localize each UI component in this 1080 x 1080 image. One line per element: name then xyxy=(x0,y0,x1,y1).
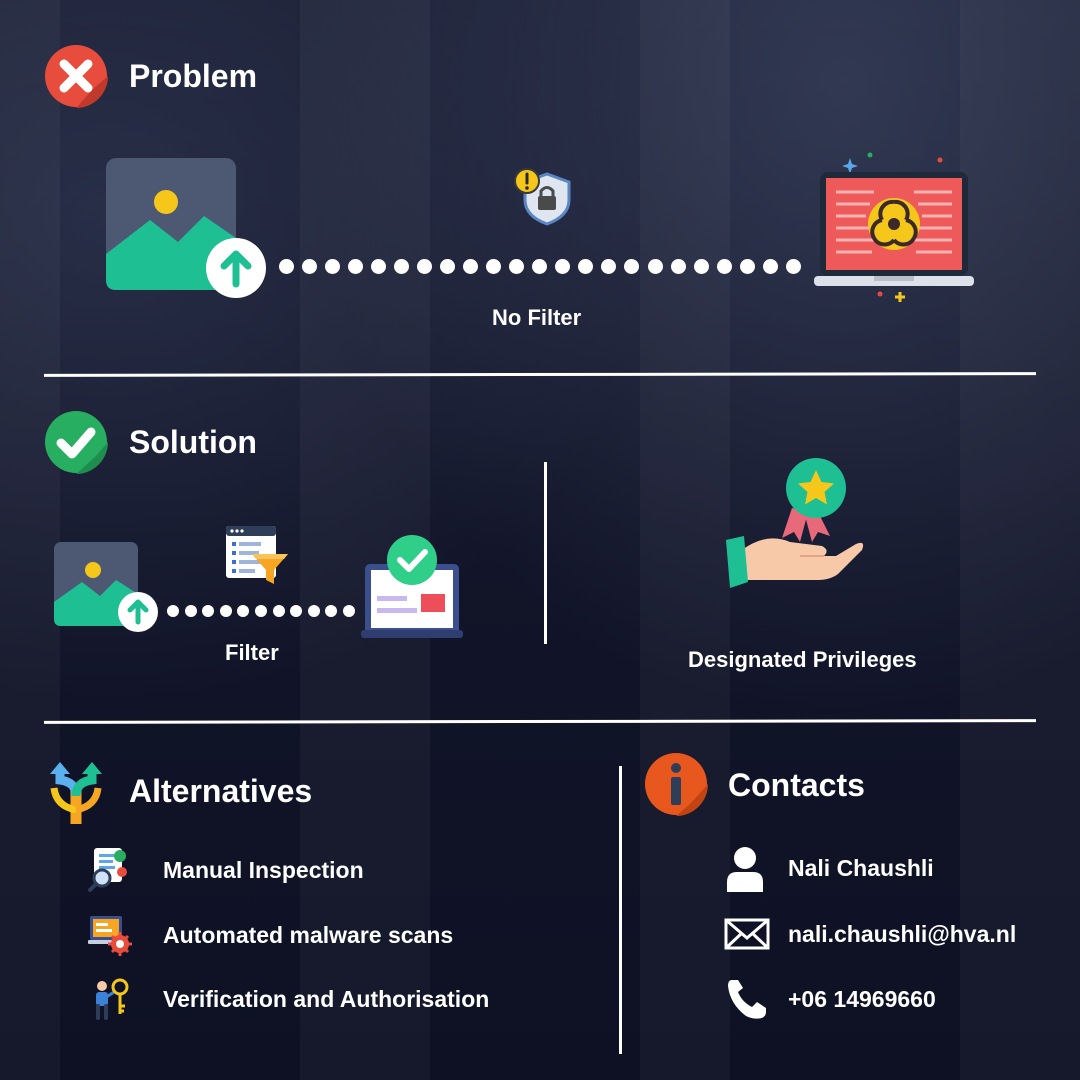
background-rack xyxy=(0,0,60,1080)
error-icon xyxy=(44,44,108,108)
malware-scan-icon xyxy=(88,910,134,956)
person-key-icon xyxy=(92,978,130,1020)
problem-heading: Problem xyxy=(129,58,258,94)
user-icon xyxy=(725,846,765,892)
document-search-icon xyxy=(88,846,130,892)
column-divider xyxy=(544,462,547,644)
no-filter-caption: No Filter xyxy=(492,305,582,330)
infected-laptop-icon xyxy=(814,150,976,306)
email-icon xyxy=(724,918,770,950)
award-hand-icon xyxy=(726,456,866,592)
alternative-item-label: Verification and Authorisation xyxy=(163,986,490,1012)
designated-privileges-caption: Designated Privileges xyxy=(688,647,917,672)
section-divider xyxy=(43,372,1037,377)
data-filter-icon xyxy=(224,524,290,588)
security-warning-icon xyxy=(513,168,575,228)
contacts-heading: Contacts xyxy=(728,767,865,803)
solution-heading: Solution xyxy=(129,424,257,460)
section-divider xyxy=(43,719,1037,724)
info-icon xyxy=(644,752,708,816)
alternatives-heading: Alternatives xyxy=(129,773,313,809)
alternative-item-label: Automated malware scans xyxy=(163,922,454,948)
image-upload-icon xyxy=(54,542,160,634)
contact-name: Nali Chaushli xyxy=(788,855,934,881)
filter-caption: Filter xyxy=(225,640,279,665)
phone-icon xyxy=(726,978,768,1020)
split-arrows-icon xyxy=(44,760,108,826)
alternative-item-label: Manual Inspection xyxy=(163,857,364,883)
background-rack xyxy=(960,0,1080,1080)
verified-window-icon xyxy=(361,534,463,638)
background-rack xyxy=(640,0,730,1080)
dotted-connector xyxy=(167,605,355,617)
contact-phone[interactable]: +06 14969660 xyxy=(788,986,936,1012)
check-icon xyxy=(44,410,108,474)
contact-email[interactable]: nali.chaushli@hva.nl xyxy=(788,921,1017,947)
column-divider xyxy=(619,766,622,1054)
dotted-connector xyxy=(279,259,801,274)
image-upload-icon xyxy=(106,158,268,300)
